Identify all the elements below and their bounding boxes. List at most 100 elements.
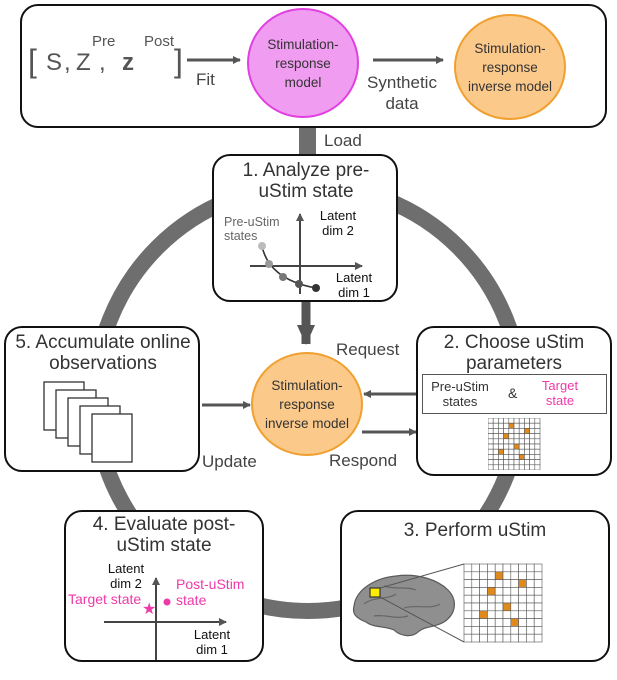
- step1-state-point: [265, 260, 273, 268]
- electrode: [518, 602, 527, 612]
- active-electrode: [479, 610, 488, 619]
- electrode: [529, 443, 536, 450]
- electrode: [488, 422, 494, 429]
- electrode: [488, 438, 494, 445]
- electrode: [494, 618, 504, 627]
- electrode: [471, 618, 480, 627]
- electrode: [518, 448, 525, 455]
- electrode: [529, 422, 536, 429]
- step1-state-point: [258, 242, 266, 250]
- electrode: [529, 459, 536, 466]
- electrode: [487, 563, 496, 573]
- electrode: [488, 454, 494, 460]
- electrode: [529, 454, 536, 460]
- electrode: [524, 418, 530, 424]
- step2-query-box: [422, 374, 607, 414]
- electrode: [487, 602, 496, 612]
- electrode: [518, 633, 527, 643]
- step1-plot: [250, 213, 363, 294]
- step3-title: 3. Perform uStim: [403, 520, 547, 541]
- electrode: [494, 626, 504, 635]
- active-electrode: [510, 618, 519, 627]
- electrode: [503, 454, 510, 460]
- electrode: [518, 563, 527, 573]
- electrode: [463, 618, 473, 627]
- electrode: [502, 626, 512, 635]
- electrode: [479, 633, 488, 643]
- electrode: [518, 438, 525, 445]
- electrode: [524, 459, 530, 466]
- electrode: [508, 459, 515, 466]
- electrode: [529, 433, 536, 440]
- electrode: [526, 563, 535, 573]
- electrode: [488, 418, 494, 424]
- electrode: [533, 587, 543, 596]
- formula-pre: Pre: [92, 33, 115, 50]
- step4-dim2-label: Latent dim 2: [107, 561, 145, 591]
- electrode: [503, 418, 510, 424]
- electrode: [471, 587, 480, 596]
- electrode: [502, 571, 512, 580]
- electrode: [479, 587, 488, 596]
- electrode: [502, 610, 512, 619]
- electrode: [494, 633, 504, 643]
- electrode: [518, 418, 525, 424]
- electrode: [471, 610, 480, 619]
- electrode: [498, 422, 504, 429]
- electrode: [494, 594, 504, 604]
- electrode: [518, 443, 525, 450]
- step4-post-label: Post-uStim state: [176, 576, 245, 608]
- electrode: [492, 422, 499, 429]
- forward-model-circle: Stimulation-response model: [247, 8, 359, 118]
- formula-open-bracket: [: [28, 43, 37, 79]
- active-electrode: [513, 443, 520, 450]
- step2-electrode-grid: [488, 418, 541, 470]
- center-inverse-model-circle: Stimulation-response inverse model: [251, 352, 363, 456]
- electrode: [463, 571, 473, 580]
- step2-title: 2. Choose uStim parameters: [443, 332, 585, 374]
- electrode: [534, 433, 541, 440]
- electrode: [529, 438, 536, 445]
- electrode: [487, 594, 496, 604]
- electrode: [529, 464, 536, 470]
- electrode: [492, 448, 499, 455]
- electrode: [503, 448, 510, 455]
- electrode: [492, 443, 499, 450]
- top-inverse-model-circle: Stimulation-response inverse model: [454, 14, 566, 120]
- electrode: [487, 633, 496, 643]
- electrode: [508, 464, 515, 470]
- electrode: [513, 438, 520, 445]
- electrode: [524, 454, 530, 460]
- electrode: [526, 579, 535, 588]
- electrode: [524, 438, 530, 445]
- electrode: [510, 579, 519, 588]
- electrode: [518, 571, 527, 580]
- center-inverse-model-label: Stimulation-response inverse model: [264, 377, 350, 431]
- electrode: [518, 594, 527, 604]
- electrode: [463, 626, 473, 635]
- electrode: [508, 438, 515, 445]
- formula-Z: Z: [76, 49, 91, 76]
- electrode: [533, 563, 543, 573]
- electrode: [463, 579, 473, 588]
- electrode: [492, 418, 499, 424]
- electrode: [492, 464, 499, 470]
- active-electrode: [494, 571, 504, 580]
- electrode: [463, 594, 473, 604]
- electrode: [503, 438, 510, 445]
- step1-title: 1. Analyze pre-uStim state: [242, 160, 370, 202]
- electrode: [534, 418, 541, 424]
- electrode: [526, 626, 535, 635]
- electrode: [488, 443, 494, 450]
- step1-dim1-label: Latent dim 1: [335, 270, 373, 300]
- step2-pre-states-label: Pre-uStim states: [431, 379, 489, 409]
- electrode: [487, 571, 496, 580]
- electrode: [526, 587, 535, 596]
- step1-trajectory: [261, 245, 317, 289]
- electrode: [471, 633, 480, 643]
- electrode: [533, 602, 543, 612]
- observation-stack: [43, 381, 133, 463]
- electrode: [471, 579, 480, 588]
- electrode: [479, 594, 488, 604]
- electrode: [513, 418, 520, 424]
